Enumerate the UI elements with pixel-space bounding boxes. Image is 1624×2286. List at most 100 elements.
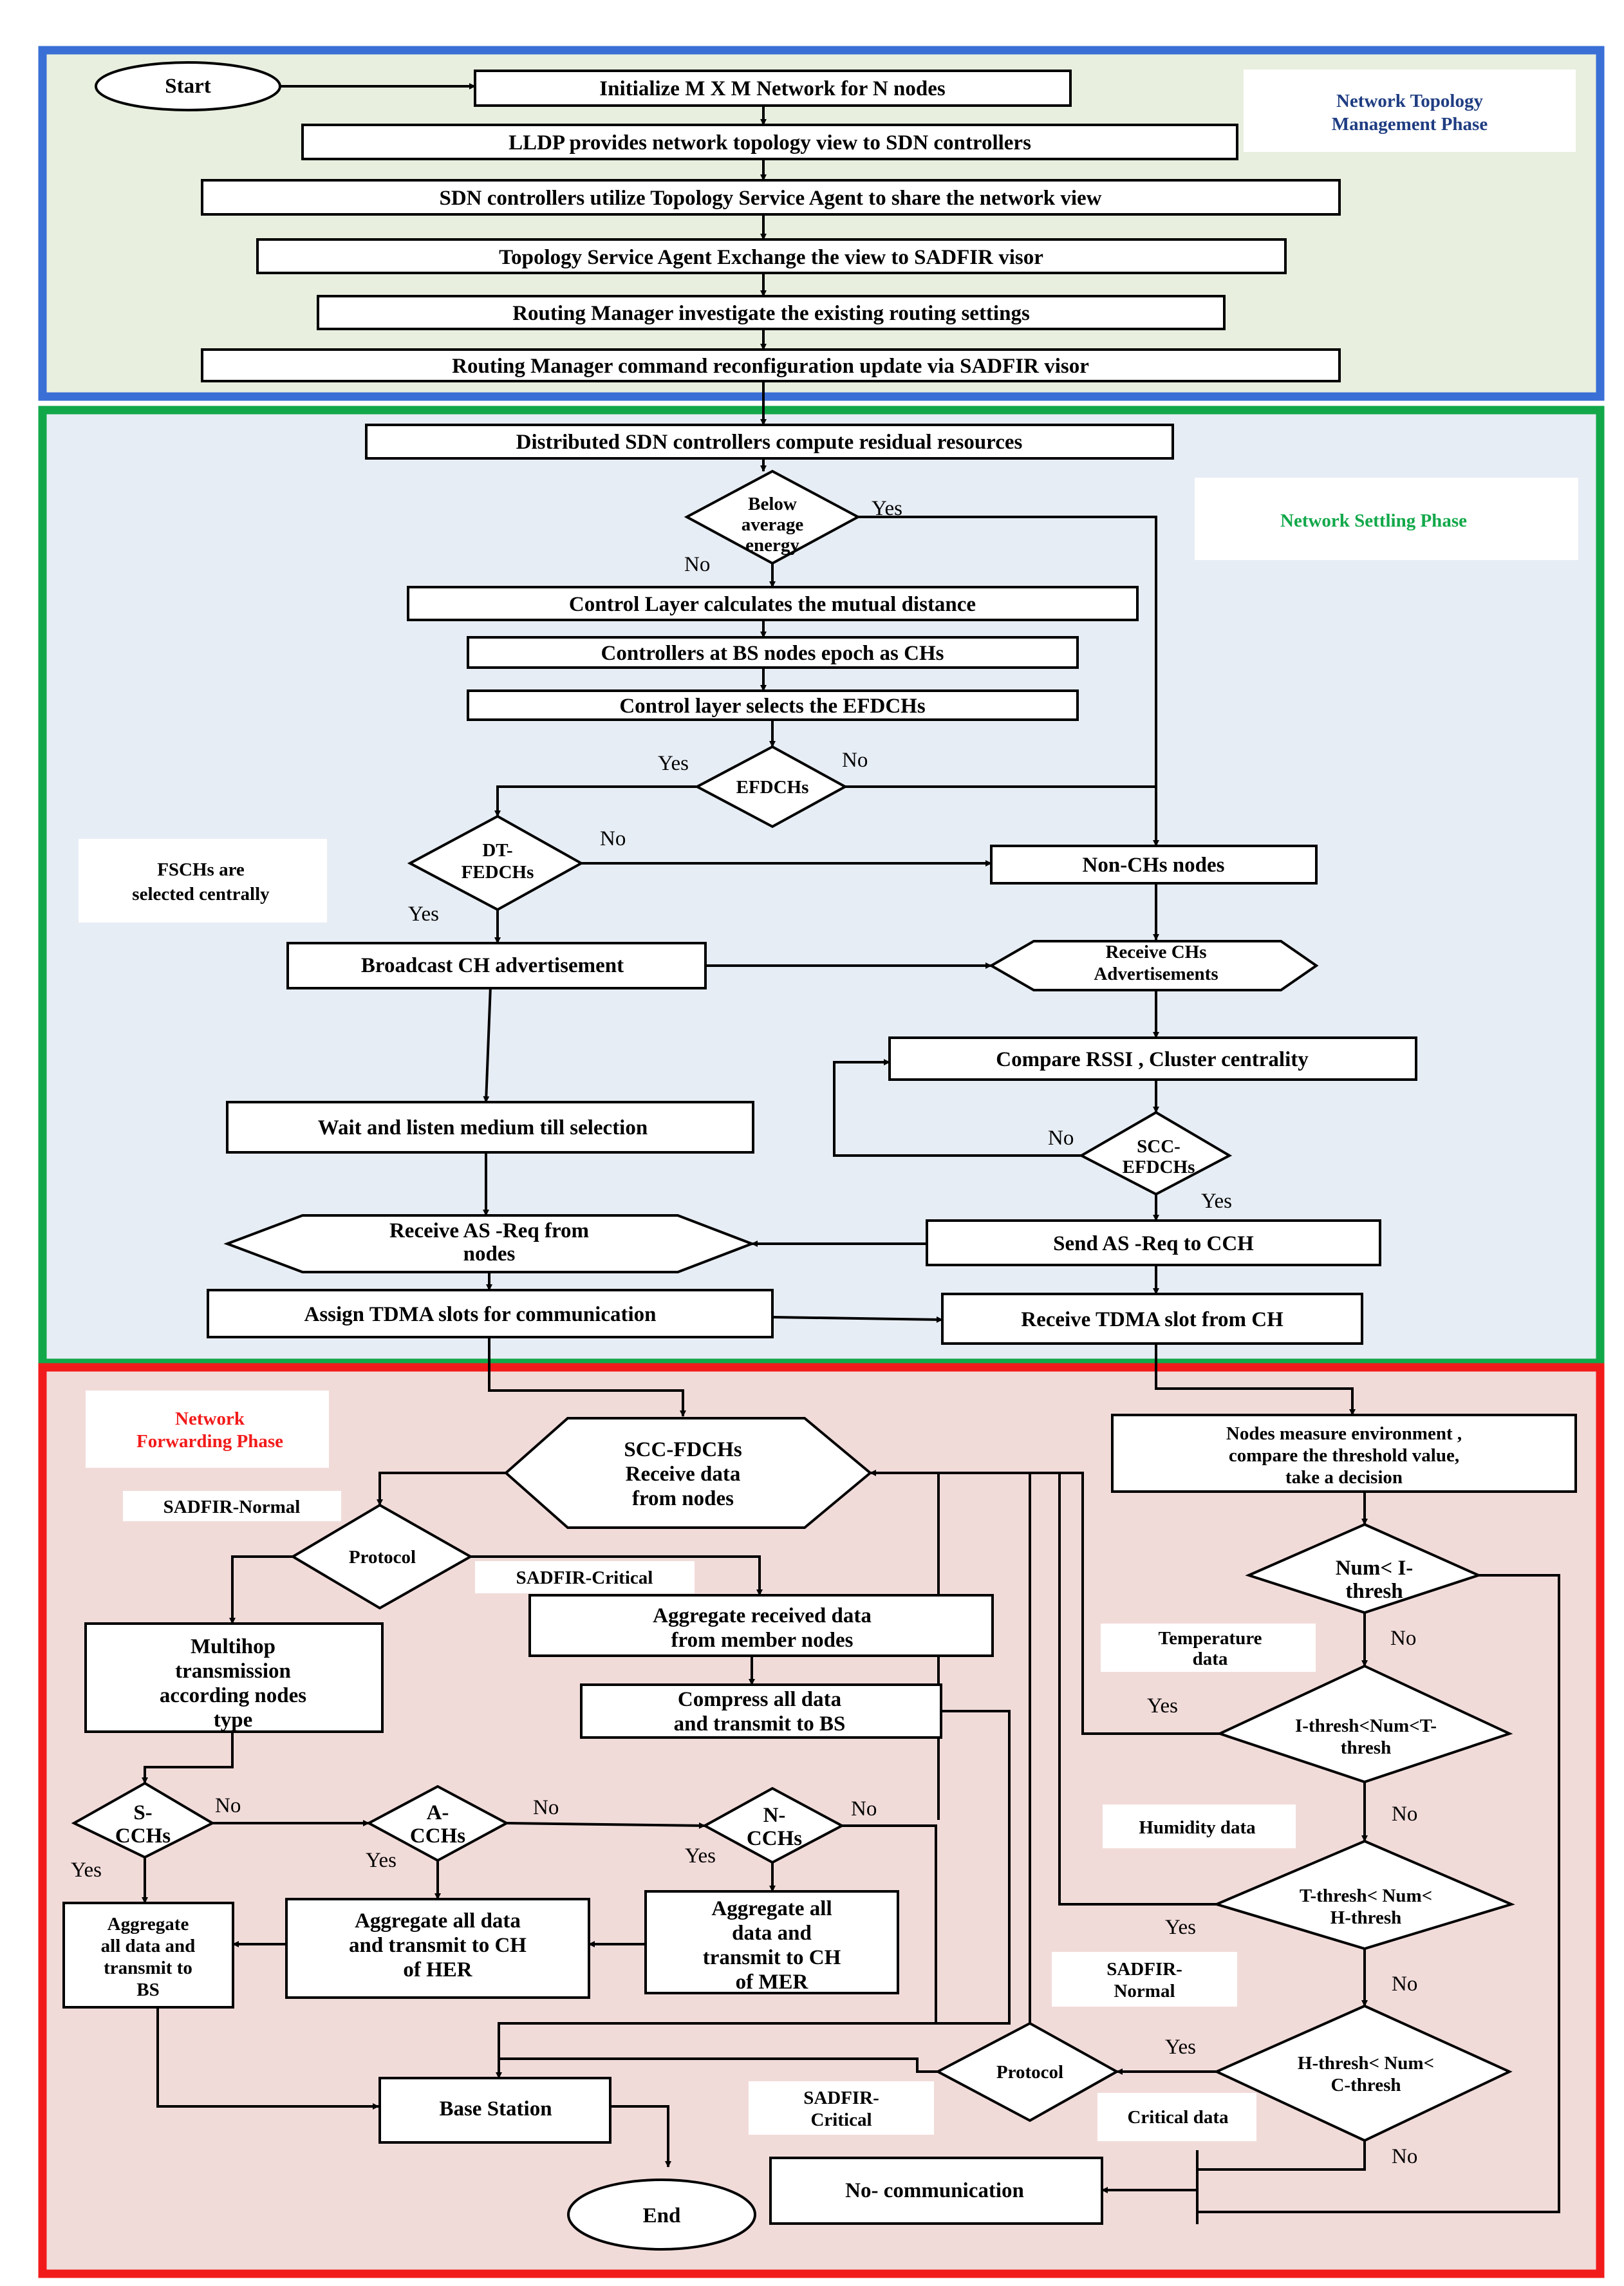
humidity-label: Humidity data	[1103, 1804, 1296, 1848]
no-label: No	[842, 749, 868, 772]
svg-text:all data and: all data and	[101, 1936, 196, 1956]
svg-text:Start: Start	[165, 75, 210, 98]
init-network-box: Initialize M X M Network for N nodes	[474, 70, 1072, 107]
measure-environment-box: Nodes measure environment , compare the …	[1111, 1414, 1577, 1493]
svg-text:transmission: transmission	[175, 1660, 291, 1683]
yes-label: Yes	[1201, 1190, 1232, 1213]
svg-text:Topology Service Agent Exchang: Topology Service Agent Exchange the view…	[499, 246, 1043, 269]
n-cchs-decision: N- CCHs	[702, 1786, 845, 1864]
no-label: No	[1392, 1803, 1417, 1826]
svg-text:Assign TDMA slots for communic: Assign TDMA slots for communication	[304, 1303, 657, 1326]
i-t-thresh-decision: I-thresh<Num<T- thresh	[1216, 1664, 1513, 1784]
base-station-box: Base Station	[378, 2077, 611, 2144]
epoch-chs-box: Controllers at BS nodes epoch as CHs	[467, 636, 1079, 669]
svg-text:Compare RSSI , Cluster centra: Compare RSSI , Cluster centrality	[996, 1048, 1309, 1071]
num-i-thresh-decision: Num< I- thresh	[1245, 1522, 1482, 1615]
svg-text:thresh: thresh	[1341, 1738, 1391, 1758]
svg-text:DT-: DT-	[482, 840, 512, 861]
svg-text:Controllers at BS nodes epoch: Controllers at BS nodes epoch as CHs	[601, 642, 944, 665]
no-label: No	[1048, 1127, 1074, 1150]
no-label: No	[851, 1797, 877, 1821]
svg-text:energy: energy	[745, 535, 799, 556]
svg-text:data: data	[1193, 1649, 1228, 1669]
svg-text:Multihop: Multihop	[191, 1635, 275, 1658]
yes-label: Yes	[71, 1859, 102, 1882]
svg-text:Forwarding Phase: Forwarding Phase	[136, 1431, 283, 1452]
svg-text:T-thresh< Num<: T-thresh< Num<	[1300, 1886, 1432, 1906]
svg-text:FEDCHs: FEDCHs	[462, 862, 534, 883]
svg-text:EFDCHs: EFDCHs	[736, 777, 809, 798]
svg-text:Normal: Normal	[1114, 1981, 1175, 2001]
yes-label: Yes	[685, 1844, 716, 1868]
svg-text:Send AS -Req to CCH: Send AS -Req to CCH	[1053, 1232, 1254, 1255]
wait-listen-box: Wait and listen medium till selection	[226, 1101, 754, 1154]
topology-phase-title: Network Topology Management Phase	[1244, 70, 1576, 152]
svg-text:SCC-: SCC-	[1137, 1136, 1181, 1157]
svg-text:Receive TDMA slot from CH: Receive TDMA slot from CH	[1021, 1308, 1283, 1331]
svg-text:Initialize M X M Network for: Initialize M X M Network for N nodes	[599, 77, 946, 100]
svg-text:Aggregate: Aggregate	[107, 1914, 189, 1935]
svg-text:Non-CHs nodes: Non-CHs nodes	[1083, 854, 1225, 877]
routing-investigate-box: Routing Manager investigate the existing…	[317, 295, 1226, 330]
no-label: No	[1392, 1972, 1417, 1996]
svg-text:Num< I-: Num< I-	[1336, 1557, 1414, 1580]
t-h-thresh-decision: T-thresh< Num< H-thresh	[1213, 1839, 1515, 1951]
yes-label: Yes	[658, 752, 689, 775]
fschs-note: FSCHs are selected centrally	[79, 839, 327, 923]
lldp-box: LLDP provides network topology view to S…	[301, 124, 1238, 160]
svg-text:data and: data and	[732, 1922, 812, 1945]
svg-text:Management Phase: Management Phase	[1332, 114, 1488, 135]
svg-text:Aggregate all data: Aggregate all data	[355, 1909, 521, 1933]
aggregate-member-box: Aggregate received data from member node…	[528, 1594, 994, 1657]
svg-text:SADFIR-: SADFIR-	[1106, 1959, 1182, 1980]
aggregate-bs-box: Aggregate all data and transmit to BS	[62, 1902, 234, 2009]
svg-text:Wait and listen medium till se: Wait and listen medium till selection	[318, 1116, 648, 1139]
assign-tdma-box: Assign TDMA slots for communication	[207, 1289, 774, 1338]
svg-text:Advertisements: Advertisements	[1094, 964, 1218, 984]
exchange-view-box: Topology Service Agent Exchange the view…	[256, 238, 1287, 274]
svg-text:nodes: nodes	[463, 1242, 516, 1266]
svg-text:and transmit to BS: and transmit to BS	[674, 1712, 846, 1736]
h-c-thresh-decision: H-thresh< Num< C-thresh	[1213, 2004, 1513, 2142]
svg-text:from member nodes: from member nodes	[671, 1629, 854, 1652]
svg-text:FSCHs are: FSCHs are	[157, 859, 245, 880]
svg-text:Receive CHs: Receive CHs	[1105, 942, 1206, 962]
svg-text:Receive data: Receive data	[626, 1463, 741, 1486]
svg-text:Broadcast CH advertisement: Broadcast CH advertisement	[361, 954, 624, 977]
svg-text:Network Settling Phase: Network Settling Phase	[1280, 511, 1467, 531]
svg-text:A-: A-	[427, 1801, 449, 1824]
svg-text:transmit to CH: transmit to CH	[703, 1946, 841, 1969]
svg-text:CCHs: CCHs	[410, 1824, 465, 1848]
svg-text:End: End	[643, 2204, 681, 2227]
yes-label: Yes	[1165, 1916, 1196, 1939]
svg-text:LLDP provides network topology: LLDP provides network topology view to S…	[509, 131, 1031, 155]
svg-text:take a decision: take a decision	[1285, 1467, 1403, 1488]
no-label: No	[1390, 1627, 1416, 1650]
sadfir-critical-label-2: SADFIR- Critical	[749, 2081, 934, 2135]
multihop-box: Multihop transmission according nodes ty…	[84, 1622, 384, 1733]
svg-text:CCHs: CCHs	[747, 1827, 802, 1850]
svg-text:Base Station: Base Station	[439, 2097, 552, 2121]
svg-text:SADFIR-: SADFIR-	[803, 2088, 879, 2108]
yes-label: Yes	[1147, 1694, 1178, 1718]
svg-text:SADFIR-Critical: SADFIR-Critical	[516, 1568, 653, 1588]
svg-text:H-thresh< Num<: H-thresh< Num<	[1298, 2053, 1434, 2074]
svg-text:from nodes: from nodes	[632, 1487, 734, 1510]
dt-fedchs-decision: DT- FEDCHs	[407, 814, 584, 912]
compress-box: Compress all data and transmit to BS	[580, 1683, 942, 1739]
receive-tdma-box: Receive TDMA slot from CH	[941, 1293, 1363, 1345]
sadfir-critical-label: SADFIR-Critical	[475, 1561, 695, 1593]
svg-text:Compress all data: Compress all data	[678, 1688, 841, 1711]
critical-data-label: Critical data	[1097, 2093, 1256, 2141]
svg-text:SCC-FDCHs: SCC-FDCHs	[624, 1438, 742, 1461]
non-chs-box: Non-CHs nodes	[990, 845, 1318, 885]
svg-text:Critical: Critical	[810, 2110, 872, 2130]
svg-text:C-thresh: C-thresh	[1330, 2075, 1401, 2095]
svg-text:Network Topology: Network Topology	[1336, 91, 1484, 111]
yes-label: Yes	[872, 497, 902, 520]
sadfir-normal-label-2: SADFIR- Normal	[1052, 1952, 1237, 2007]
mutual-distance-box: Control Layer calculates the mutual dist…	[407, 586, 1139, 621]
protocol-decision-2: Protocol	[935, 2021, 1120, 2122]
yes-label: Yes	[366, 1849, 397, 1872]
